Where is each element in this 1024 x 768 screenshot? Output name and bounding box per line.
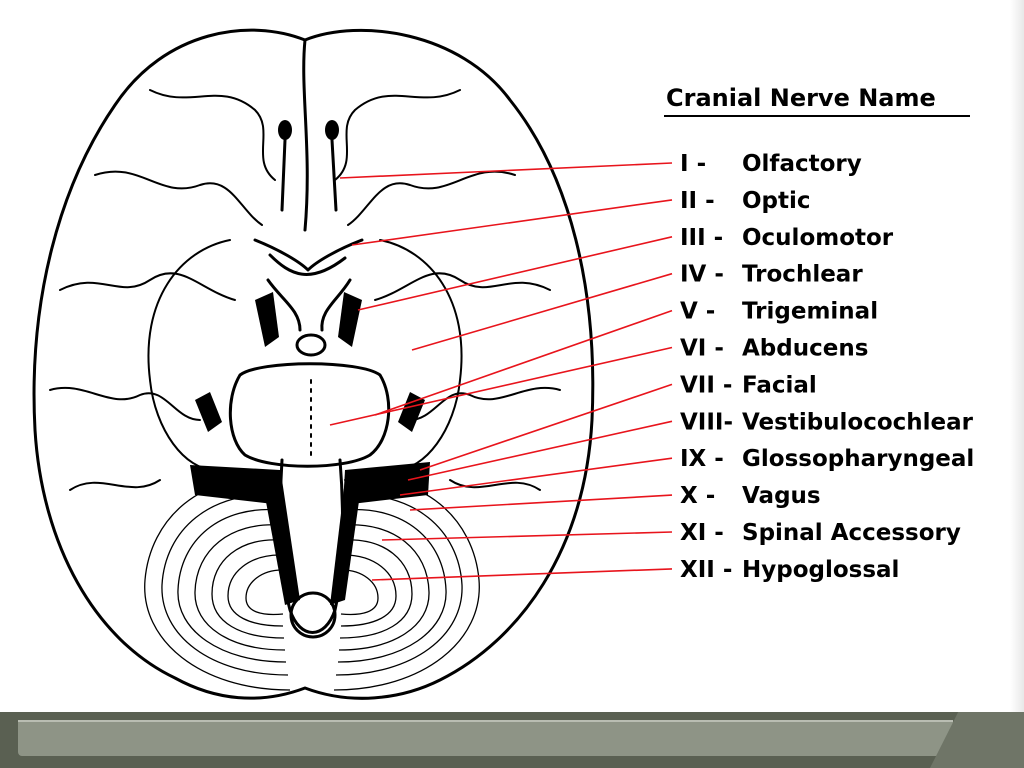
optic-chiasm — [253, 238, 364, 357]
nerve-numeral: VIII- — [680, 409, 733, 435]
temporal-left — [147, 239, 231, 471]
leader-line — [329, 346, 673, 426]
nerve-name: Facial — [742, 372, 817, 398]
nerve-name: Hypoglossal — [742, 557, 899, 583]
nerve-numeral: VII - — [680, 372, 732, 398]
legend-row: X - Vagus — [680, 483, 821, 509]
cerebellum-right — [333, 478, 480, 691]
legend-row: VIII- Vestibulocochlear — [680, 409, 974, 435]
nerve-name: Optic — [742, 188, 811, 214]
nerve-numeral: III - — [680, 225, 723, 251]
legend-row: I - Olfactory — [680, 151, 862, 177]
gyrus-right-2 — [347, 170, 516, 226]
nerve-numeral: IV - — [680, 262, 724, 288]
leader-line — [419, 383, 673, 471]
leader-line — [409, 494, 673, 511]
leader-line — [399, 457, 673, 496]
legend-row: VII - Facial — [680, 372, 817, 398]
nerve-name: Spinal Accessory — [742, 520, 961, 546]
nerve-roots — [190, 392, 430, 605]
cerebellum-left — [144, 478, 291, 691]
nerve-numeral: V - — [680, 299, 715, 325]
nerve-numeral: II - — [680, 188, 715, 214]
gyrus-right-3 — [374, 272, 551, 301]
nerve-numeral: XII - — [680, 557, 732, 583]
leader-line — [374, 309, 673, 416]
nerve-name: Vestibulocochlear — [742, 409, 974, 435]
gyrus-left-2 — [94, 170, 263, 226]
gyrus-right-1 — [334, 89, 461, 181]
gyrus-left-4 — [49, 387, 201, 421]
longitudinal-fissure — [302, 38, 309, 232]
legend-row: IX - Glossopharyngeal — [680, 446, 974, 472]
nerve-name: Abducens — [742, 336, 868, 362]
leader-line — [371, 568, 673, 581]
gyrus-left-3 — [59, 272, 236, 301]
legend-row: II - Optic — [680, 188, 811, 214]
legend: Cranial Nerve Name I - Olfactory II - Optic… — [664, 84, 974, 583]
nerve-name: Glossopharyngeal — [742, 446, 974, 472]
gyrus-right-4 — [409, 387, 561, 421]
nerve-numeral: I - — [680, 151, 706, 177]
leader-line — [411, 272, 673, 351]
nerve-numeral: IX - — [680, 446, 724, 472]
olfactory-tracts — [278, 120, 339, 212]
cranial-nerve-diagram: Cranial Nerve Name I - Olfactory II - Optic… — [32, 28, 974, 700]
leader-line — [339, 162, 673, 179]
brain-outline — [32, 28, 595, 700]
brain-illustration — [32, 28, 595, 700]
gyrus-left-1 — [149, 89, 276, 181]
legend-row: V - Trigeminal — [680, 299, 878, 325]
legend-row: XI - Spinal Accessory — [680, 520, 961, 546]
nerve-name: Trigeminal — [742, 299, 878, 325]
leader-line — [351, 199, 673, 246]
slide-footer-bar — [18, 720, 953, 756]
nerve-name: Oculomotor — [742, 225, 894, 251]
leader-line — [381, 531, 673, 541]
gyrus-left-5 — [69, 479, 161, 491]
nerve-numeral: VI - — [680, 336, 724, 362]
legend-row: VI - Abducens — [680, 336, 868, 362]
nerve-numeral: XI - — [680, 520, 724, 546]
legend-row: IV - Trochlear — [680, 262, 863, 288]
legend-title: Cranial Nerve Name — [666, 84, 936, 112]
legend-row: XII - Hypoglossal — [680, 557, 899, 583]
nerve-name: Olfactory — [742, 151, 862, 177]
leader-line — [407, 420, 673, 481]
nerve-name: Trochlear — [742, 262, 863, 288]
nerve-numeral: X - — [680, 483, 715, 509]
gyrus-right-5 — [449, 479, 541, 491]
nerve-name: Vagus — [742, 483, 821, 509]
slide-edge-shadow — [1010, 0, 1024, 712]
legend-row: III - Oculomotor — [680, 225, 894, 251]
leader-line — [357, 236, 673, 311]
temporal-right — [379, 239, 463, 471]
leader-lines — [329, 162, 673, 581]
